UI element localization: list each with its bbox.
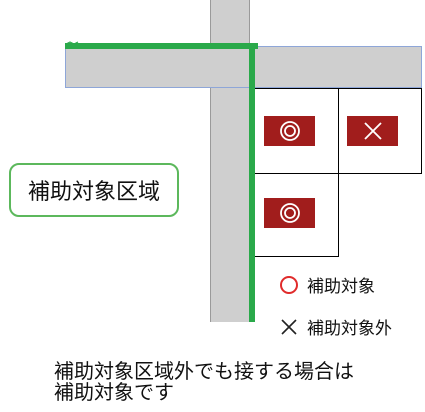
grid-line	[255, 256, 338, 257]
area-label: 補助対象区域	[9, 163, 179, 217]
parcel-marker-ineligible	[347, 116, 398, 146]
caption: 補助対象区域外でも接する場合は 補助対象です	[54, 361, 414, 403]
area-label-text: 補助対象区域	[27, 180, 160, 205]
red-circle-icon	[279, 275, 299, 295]
parcel-marker-eligible	[264, 116, 315, 146]
legend-eligible-label: 補助対象	[307, 277, 375, 297]
grid-line	[421, 88, 422, 174]
area-boundary-top	[65, 43, 258, 49]
double-circle-icon	[279, 203, 300, 223]
caption-line-1: 補助対象区域外でも接する場合は	[54, 359, 354, 383]
cross-icon	[363, 122, 382, 140]
caption-line-2: 補助対象です	[54, 380, 174, 404]
parcel-marker-eligible	[264, 198, 315, 228]
legend-ineligible-label: 補助対象外	[307, 319, 392, 339]
grid-line	[338, 88, 339, 257]
cross-mark-icon	[279, 317, 299, 337]
legend-ineligible: 補助対象外	[279, 314, 392, 339]
area-boundary-right	[249, 43, 255, 322]
legend-eligible: 補助対象	[279, 272, 375, 297]
horizontal-road	[65, 46, 422, 88]
double-circle-icon	[279, 121, 300, 141]
